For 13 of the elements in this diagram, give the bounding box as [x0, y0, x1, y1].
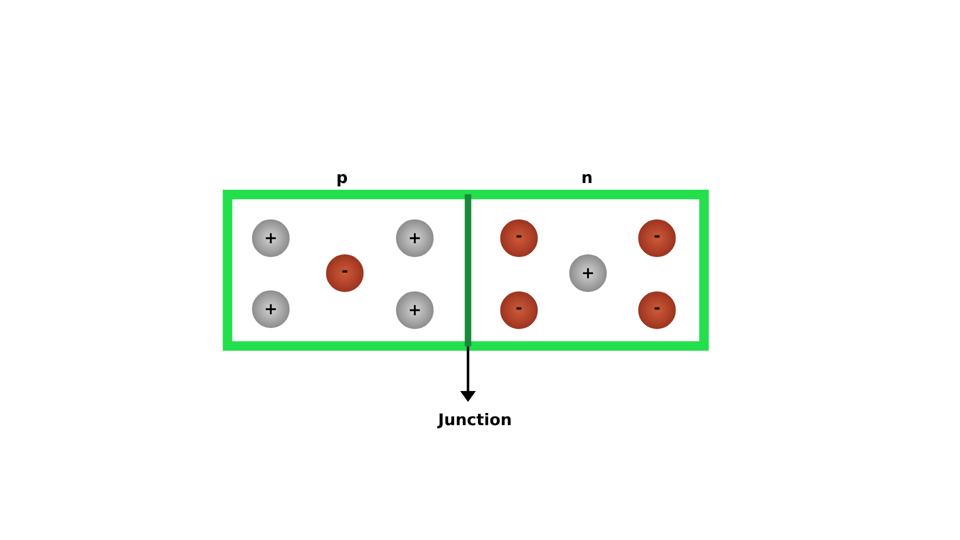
region-label: n	[582, 174, 592, 183]
charge-sphere: +	[396, 291, 434, 329]
charge-sphere: -	[638, 291, 676, 329]
charge-sphere: +	[252, 219, 290, 257]
junction-label: Junction	[437, 413, 511, 428]
charge-sphere: +	[396, 219, 434, 257]
charge-sphere: +	[569, 254, 607, 292]
charge-sphere: -	[638, 219, 676, 257]
charge-sphere: -	[500, 219, 538, 257]
region-label: p	[338, 174, 347, 186]
charge-sphere: +	[252, 290, 290, 328]
charge-sphere: -	[326, 254, 364, 292]
charge-sphere: -	[500, 291, 538, 329]
